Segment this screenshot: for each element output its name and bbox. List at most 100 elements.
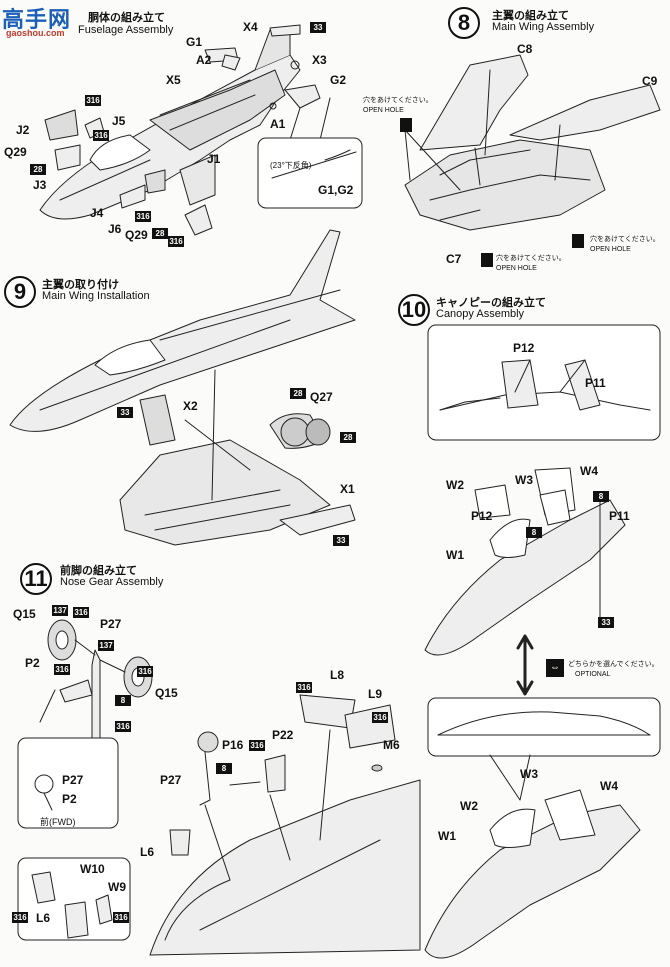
open-hole-note-en: OPEN HOLE: [363, 107, 404, 114]
part-label: J3: [33, 178, 47, 192]
part-label: Q15: [13, 607, 36, 621]
canopy-drawing: [424, 324, 661, 959]
step9-number: 9: [4, 276, 36, 308]
watermark-url: gaoshou.com: [6, 28, 65, 38]
paint-code: 316: [135, 211, 151, 222]
optional-choice-icon: ⇔: [546, 659, 564, 677]
paint-code: 316: [73, 607, 89, 618]
paint-code: 28: [290, 388, 306, 399]
drill-icon: [400, 118, 412, 132]
step10-title-jp: キャノピーの組み立て: [436, 297, 546, 309]
paint-code: 33: [333, 535, 349, 546]
optional-note-jp: どちらかを選んでください。: [568, 661, 659, 668]
paint-code: 316: [168, 236, 184, 247]
part-label: Q27: [310, 390, 333, 404]
step8-title-en: Main Wing Assembly: [492, 21, 595, 33]
watermark-logo-text: 高手网: [2, 7, 72, 32]
paint-code: 8: [115, 695, 131, 706]
step9-title-jp: 主翼の取り付け: [42, 279, 119, 291]
part-label: W9: [108, 880, 126, 894]
main-wing-drawing: [404, 54, 661, 231]
paint-code: 33: [117, 407, 133, 418]
part-label: P2: [62, 792, 77, 806]
open-hole-note-jp: 穴をあけてください。: [590, 236, 660, 243]
part-label: P11: [585, 376, 606, 390]
part-label: W3: [520, 767, 538, 781]
part-label: X3: [312, 53, 327, 67]
step7-title-en: Fuselage Assembly: [78, 24, 174, 36]
part-label: X1: [340, 482, 355, 496]
part-label: M6: [383, 738, 400, 752]
step8-title-jp: 主翼の組み立て: [492, 10, 569, 22]
part-label: P22: [272, 728, 294, 742]
part-label: G1: [186, 35, 203, 49]
part-label: X2: [183, 399, 198, 413]
part-label: Q29: [125, 228, 148, 242]
wing-install-drawing: [9, 229, 356, 546]
part-label: L9: [368, 687, 383, 701]
paint-code: 28: [152, 228, 168, 239]
part-label: C9: [642, 74, 658, 88]
paint-code: 137: [98, 640, 114, 651]
paint-code: 28: [30, 164, 46, 175]
part-label: J4: [90, 206, 104, 220]
paint-code: 316: [296, 682, 312, 693]
part-label: G2: [330, 73, 347, 87]
part-label: P27: [160, 773, 182, 787]
part-label: W2: [446, 478, 464, 492]
part-label: P16: [222, 738, 244, 752]
forward-note: 前(FWD): [40, 817, 76, 827]
part-label: X5: [166, 73, 181, 87]
part-label: P27: [62, 773, 84, 787]
step11-number: 11: [20, 563, 52, 595]
drill-icon: [481, 253, 493, 267]
angle-note: (23°下反角): [270, 161, 312, 170]
part-label: L8: [330, 668, 345, 682]
step11-title-jp: 前脚の組み立て: [60, 565, 137, 577]
step10-number: 10: [398, 294, 430, 326]
fuselage-drawing: [39, 24, 321, 236]
open-hole-note-en: OPEN HOLE: [496, 265, 537, 272]
part-label: P11: [609, 509, 630, 523]
paint-code: 316: [12, 912, 28, 923]
paint-code: 28: [340, 432, 356, 443]
paint-code: 316: [93, 130, 109, 141]
paint-code: 8: [216, 763, 232, 774]
paint-code: 316: [85, 95, 101, 106]
part-label: Q15: [155, 686, 178, 700]
part-label: L6: [36, 911, 51, 925]
part-label: C7: [446, 252, 462, 266]
part-label: X4: [243, 20, 258, 34]
part-label: J1: [207, 152, 221, 166]
step7-title-jp: 胴体の組み立て: [88, 12, 165, 24]
part-label: J2: [16, 123, 30, 137]
part-label: W2: [460, 799, 478, 813]
part-label: A2: [196, 53, 212, 67]
paint-code: 8: [593, 491, 609, 502]
part-label: W4: [600, 779, 618, 793]
part-label: C8: [517, 42, 533, 56]
step8-number: 8: [448, 7, 480, 39]
paint-code: 316: [372, 712, 388, 723]
paint-code: 137: [52, 605, 68, 616]
optional-note-en: OPTIONAL: [575, 671, 611, 678]
part-label: W3: [515, 473, 533, 487]
part-label: P12: [471, 509, 493, 523]
part-label: Q29: [4, 145, 27, 159]
part-label: W10: [80, 862, 105, 876]
paint-code: 33: [598, 617, 614, 628]
part-label: L6: [140, 845, 155, 859]
part-label: W4: [580, 464, 598, 478]
drill-icon: [572, 234, 584, 248]
open-hole-note-jp: 穴をあけてください。: [363, 97, 433, 104]
paint-code: 316: [249, 740, 265, 751]
paint-code: 316: [113, 912, 129, 923]
nose-gear-drawing: [17, 619, 421, 956]
paint-code: 316: [54, 664, 70, 675]
paint-code: 316: [137, 666, 153, 677]
step9-title-en: Main Wing Installation: [42, 290, 150, 302]
part-label: P12: [513, 341, 535, 355]
part-label: J6: [108, 222, 122, 236]
paint-code: 8: [526, 527, 542, 538]
